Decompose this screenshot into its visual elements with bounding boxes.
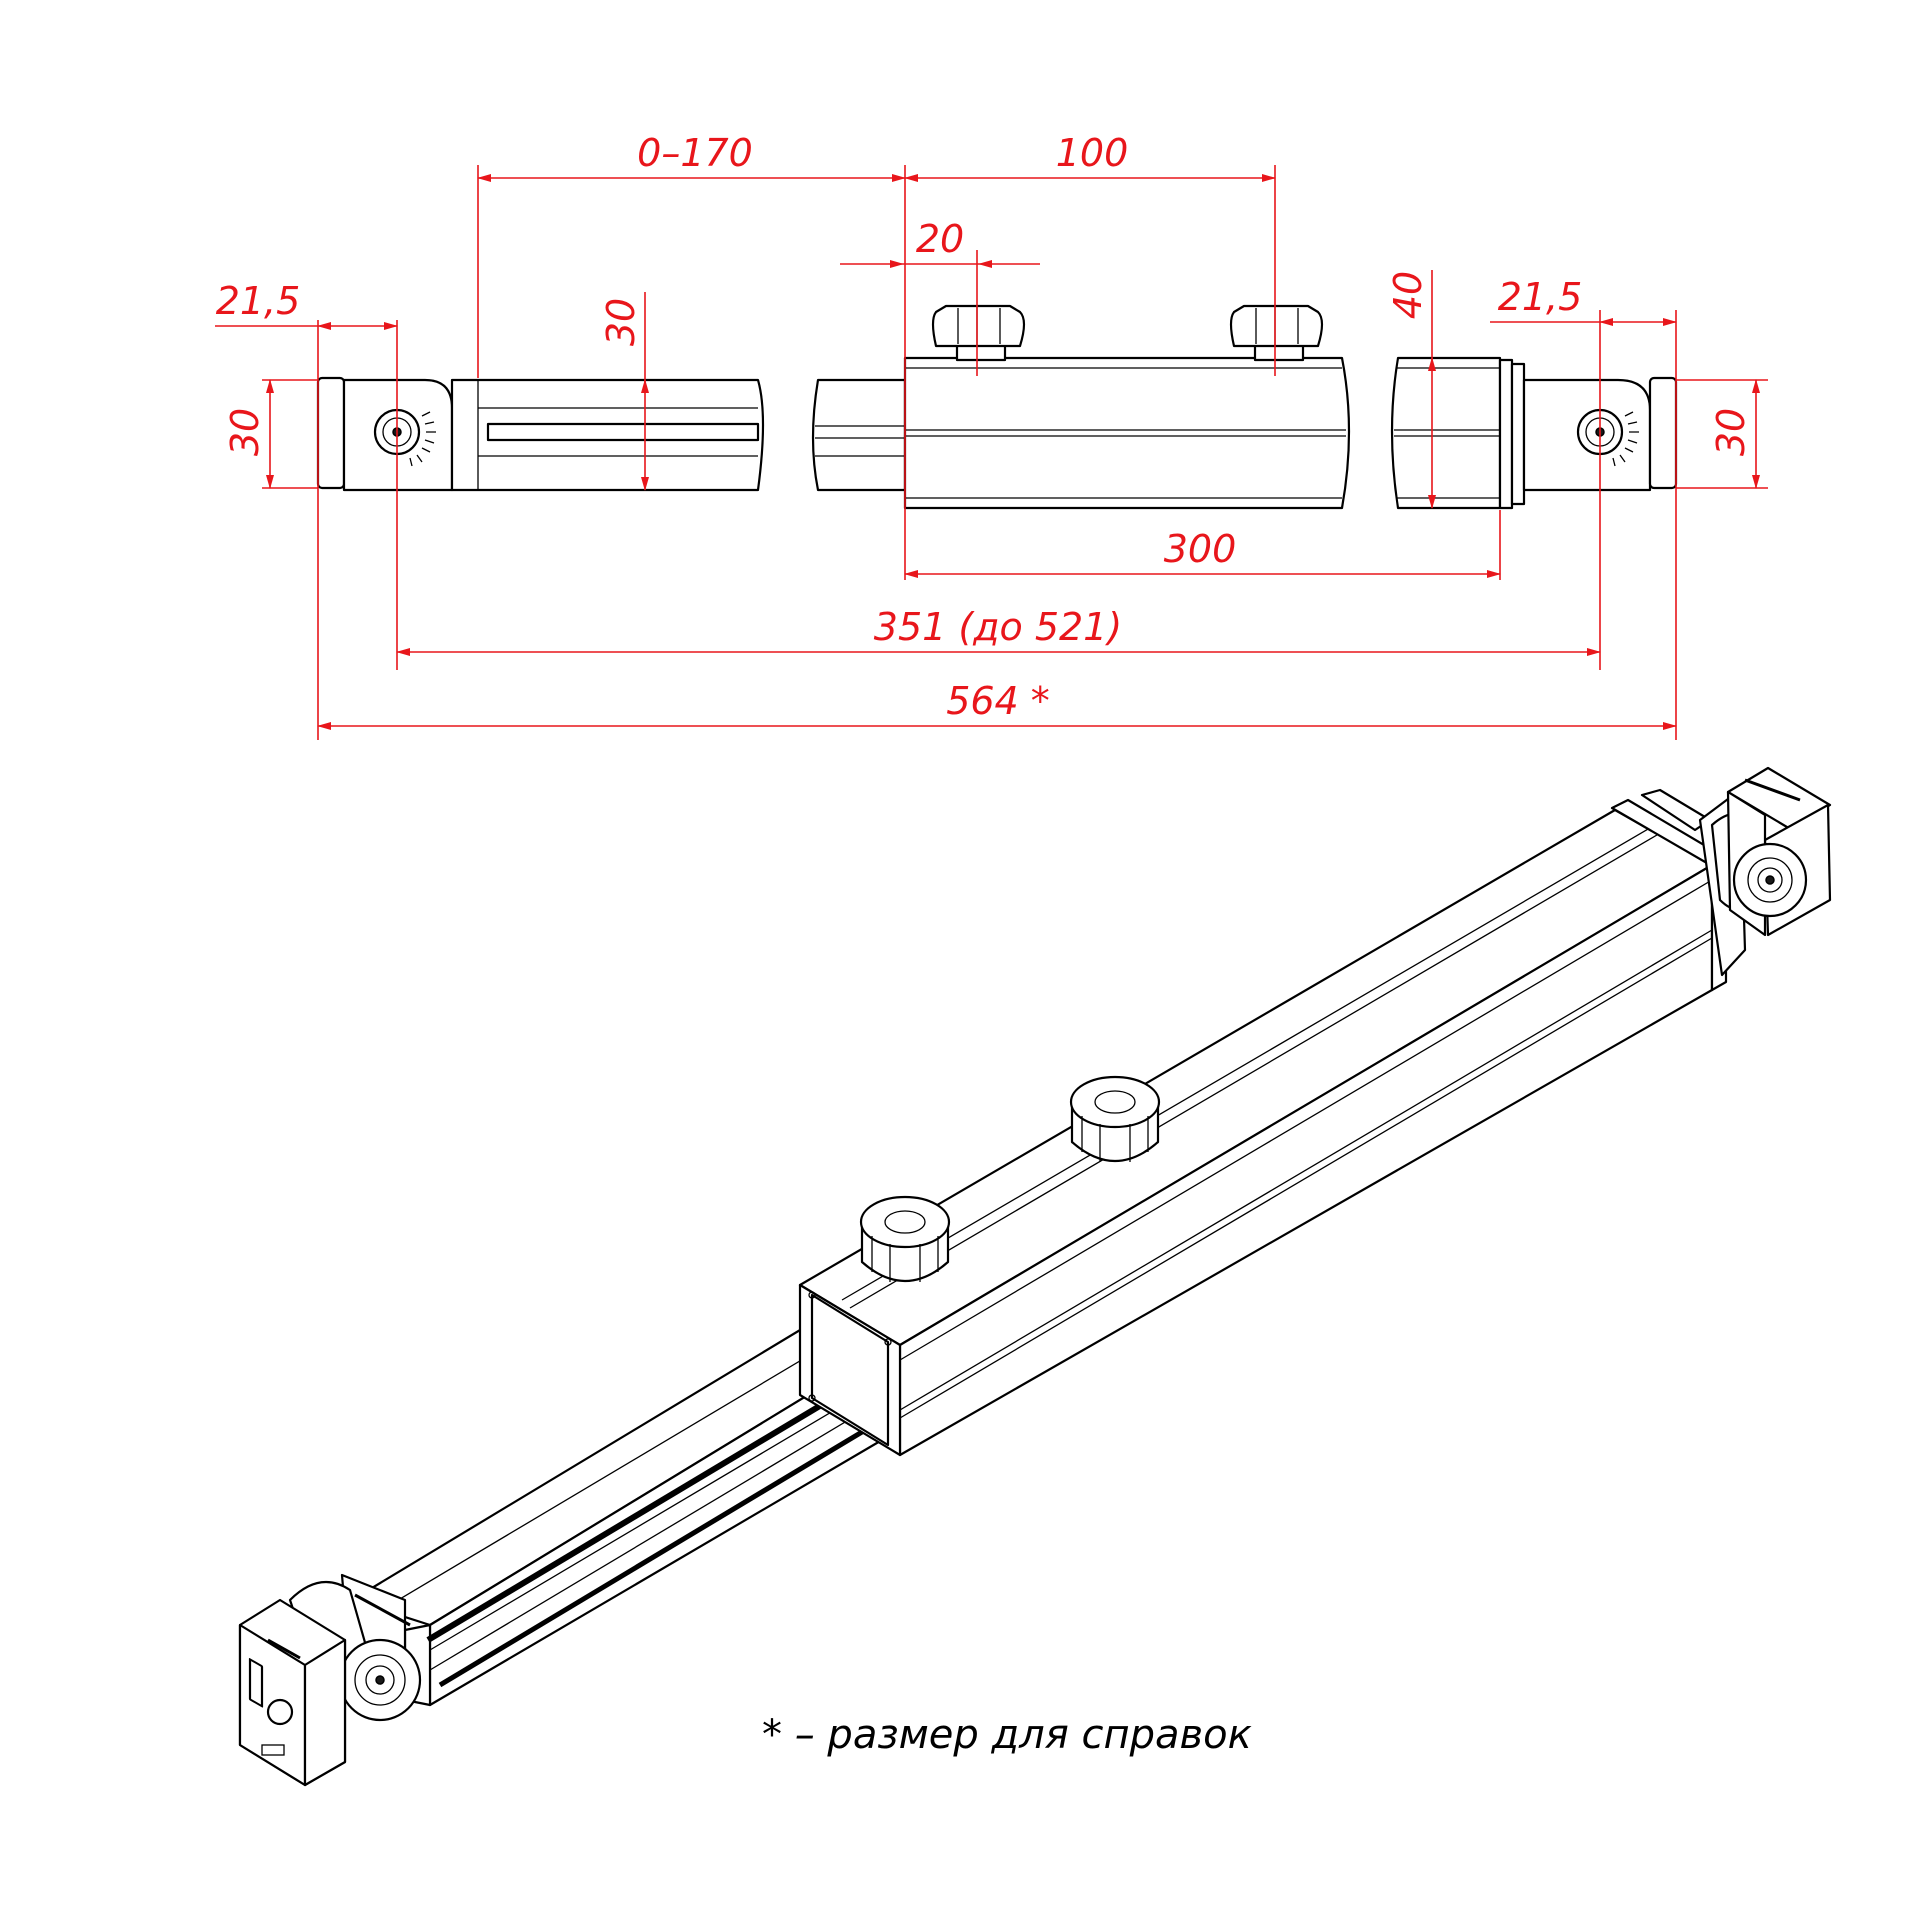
dim-overall-length: 564 *: [946, 679, 1050, 723]
side-view: [316, 304, 1678, 510]
iso-left-knob-icon: [859, 1195, 951, 1282]
right-end-flange: [1510, 362, 1526, 506]
iso-inner-profile: [350, 1313, 884, 1707]
right-knob-icon: [1229, 304, 1324, 362]
dim-center-distance: 351 (до 521): [874, 605, 1122, 649]
left-end-cap: [316, 376, 346, 490]
dim-right-end-height: 30: [1709, 408, 1753, 456]
dim-right-end-offset: 21,5: [1498, 275, 1583, 319]
dim-knob-spacing: 100: [1056, 131, 1129, 175]
dim-stroke-range: 0–170: [637, 131, 753, 175]
outer-profile-left: [903, 356, 1351, 510]
dim-inner-profile-height: 30: [599, 298, 643, 346]
left-knob-icon: [931, 304, 1026, 362]
dim-left-end-offset: 21,5: [216, 279, 301, 323]
inner-profile-slot: [486, 422, 760, 442]
dimensions: 0–170 100 20 21,5 21,5 30 30 40 30: [215, 131, 1768, 740]
inner-profile-right: [811, 378, 907, 492]
right-end-plate: [1498, 358, 1514, 510]
dim-left-end-height: 30: [223, 408, 267, 456]
iso-left-end-cap: [238, 1598, 347, 1787]
iso-outer-profile: [798, 808, 1714, 1457]
isometric-view: [238, 766, 1832, 1787]
dim-outer-profile-height: 40: [1386, 271, 1430, 319]
dim-knob-offset: 20: [916, 217, 964, 261]
outer-profile-right: [1390, 356, 1502, 510]
dim-outer-profile-length: 300: [1164, 527, 1237, 571]
iso-right-hinge: [1698, 766, 1832, 977]
footnote: * – размер для справок: [762, 1712, 1252, 1758]
iso-right-knob-icon: [1069, 1075, 1161, 1162]
right-end-cap: [1648, 376, 1678, 490]
